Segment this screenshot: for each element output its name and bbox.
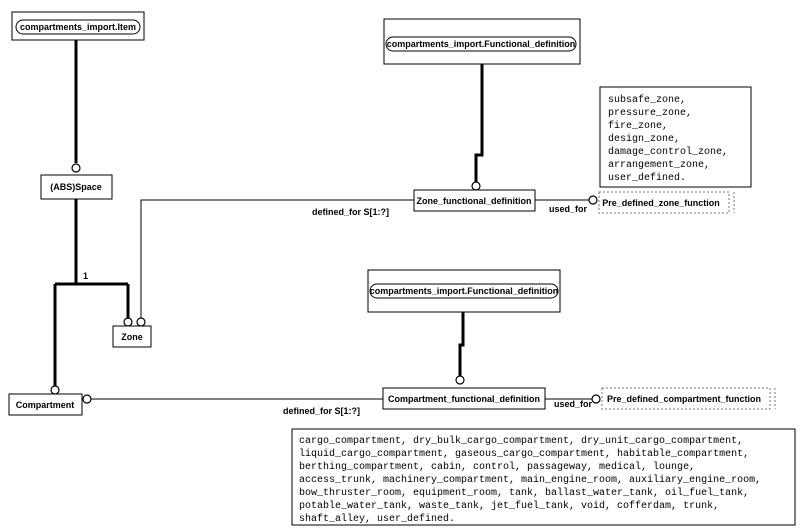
funcdef-top-to-zfd-line xyxy=(474,64,484,183)
note-zone-values: subsafe_zone, pressure_zone, fire_zone, … xyxy=(599,86,752,188)
zone-value-line: design_zone, xyxy=(608,133,680,145)
zone-value-line: arrangement_zone, xyxy=(608,160,710,171)
zone-value-line: damage_control_zone, xyxy=(608,146,728,158)
item-space-circle xyxy=(71,163,81,173)
entity-item-ref-label: compartments_import.Item xyxy=(20,22,136,32)
zone-defined-for-line xyxy=(140,199,414,318)
compartment-defined-for-circle xyxy=(82,394,92,404)
compartment-defined-for-label: defined_for S[1:?] xyxy=(283,406,360,416)
compartment-value-line: liquid_cargo_compartment, gaseous_cargo_… xyxy=(299,448,749,460)
compartment-used-for-label: used_for xyxy=(554,399,593,409)
compartment-used-for-circle xyxy=(591,394,601,404)
type-compartment-function-label: Pre_defined_compartment_function xyxy=(607,394,761,404)
type-pre-defined-zone-function[interactable]: Pre_defined_zone_function xyxy=(598,191,735,214)
zfd-supertype-circle xyxy=(471,181,481,191)
entity-zone-label: Zone xyxy=(121,332,143,342)
zone-value-line: subsafe_zone, xyxy=(608,94,686,106)
zone-value-line: pressure_zone, xyxy=(608,108,692,119)
type-pre-defined-compartment-function[interactable]: Pre_defined_compartment_function xyxy=(601,387,776,410)
entity-funcdef-bottom-label: compartments_import.Functional_definitio… xyxy=(370,286,559,296)
entity-cfd-label: Compartment_functional_definition xyxy=(388,394,540,404)
entity-zone-functional-definition[interactable]: Zone_functional_definition xyxy=(413,189,536,212)
compartment-subtype-circle xyxy=(50,385,60,395)
compartment-value-line: bow_thruster_room, equipment_room, tank,… xyxy=(299,487,749,499)
zone-defined-for-label: defined_for S[1:?] xyxy=(312,207,389,217)
zone-used-for-label: used_for xyxy=(549,204,588,214)
compartment-value-line: access_trunk, machinery_compartment, mai… xyxy=(299,474,761,486)
entity-zfd-label: Zone_functional_definition xyxy=(417,196,532,206)
type-zone-function-label: Pre_defined_zone_function xyxy=(602,198,720,208)
entity-space[interactable]: (ABS)Space xyxy=(40,174,113,200)
compartment-value-line: potable_water_tank, waste_tank, jet_fuel… xyxy=(299,500,719,512)
zone-value-line: fire_zone, xyxy=(608,120,668,132)
zone-value-line: user_defined. xyxy=(608,172,686,184)
compartment-value-line: berthing_compartment, cabin, control, pa… xyxy=(299,461,695,473)
cfd-supertype-circle xyxy=(455,375,465,385)
entity-compartment-functional-definition[interactable]: Compartment_functional_definition xyxy=(382,387,546,410)
entity-funcdef-top-ref[interactable]: compartments_import.Functional_definitio… xyxy=(383,18,581,65)
entity-compartment[interactable]: Compartment xyxy=(8,393,83,416)
entity-compartment-label: Compartment xyxy=(16,400,75,410)
zone-defined-for-circle xyxy=(136,317,146,327)
entity-funcdef-top-label: compartments_import.Functional_definitio… xyxy=(387,39,576,49)
entity-item-ref[interactable]: compartments_import.Item xyxy=(11,11,145,41)
zone-used-for-circle xyxy=(588,195,598,205)
note-compartment-values: cargo_compartment, dry_bulk_cargo_compar… xyxy=(291,428,796,526)
entity-funcdef-bottom-ref[interactable]: compartments_import.Functional_definitio… xyxy=(367,269,561,313)
supertype-count-label: 1 xyxy=(83,271,88,281)
entity-zone[interactable]: Zone xyxy=(112,325,152,348)
zone-subtype-circle xyxy=(123,317,133,327)
funcdef-bottom-to-cfd-line xyxy=(458,294,465,376)
entity-space-label: (ABS)Space xyxy=(50,182,102,192)
compartment-value-line: cargo_compartment, dry_bulk_cargo_compar… xyxy=(299,435,743,447)
compartment-value-line: shaft_alley, user_defined. xyxy=(299,513,455,525)
